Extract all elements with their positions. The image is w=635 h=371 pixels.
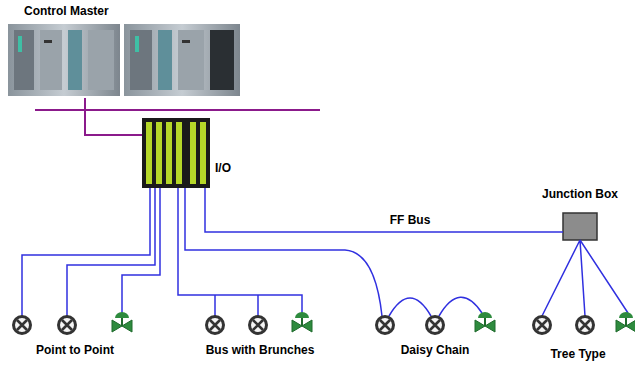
topology-label: Bus with Brunches: [206, 343, 315, 357]
system-bus: [35, 109, 320, 111]
topology-label: Tree Type: [550, 347, 605, 361]
field-wires: [22, 188, 628, 316]
topology-label: Daisy Chain: [401, 343, 470, 357]
io-module-node: I/O: [142, 118, 210, 188]
bus-connector: [85, 98, 142, 135]
topology-label: Point to Point: [36, 343, 114, 357]
field-devices: [14, 312, 635, 334]
junction-box: [563, 213, 597, 240]
io-module: [142, 118, 210, 188]
server-racks: [8, 24, 240, 96]
node-label: Control Master: [24, 4, 109, 18]
node-label: Junction Box: [542, 187, 618, 201]
junction-box-node: Junction Box: [563, 213, 597, 240]
node-label: I/O: [215, 161, 231, 175]
ff-bus-connector: [205, 188, 563, 232]
control-master: Control Master: [8, 0, 240, 98]
edge-label: FF Bus: [390, 213, 431, 227]
